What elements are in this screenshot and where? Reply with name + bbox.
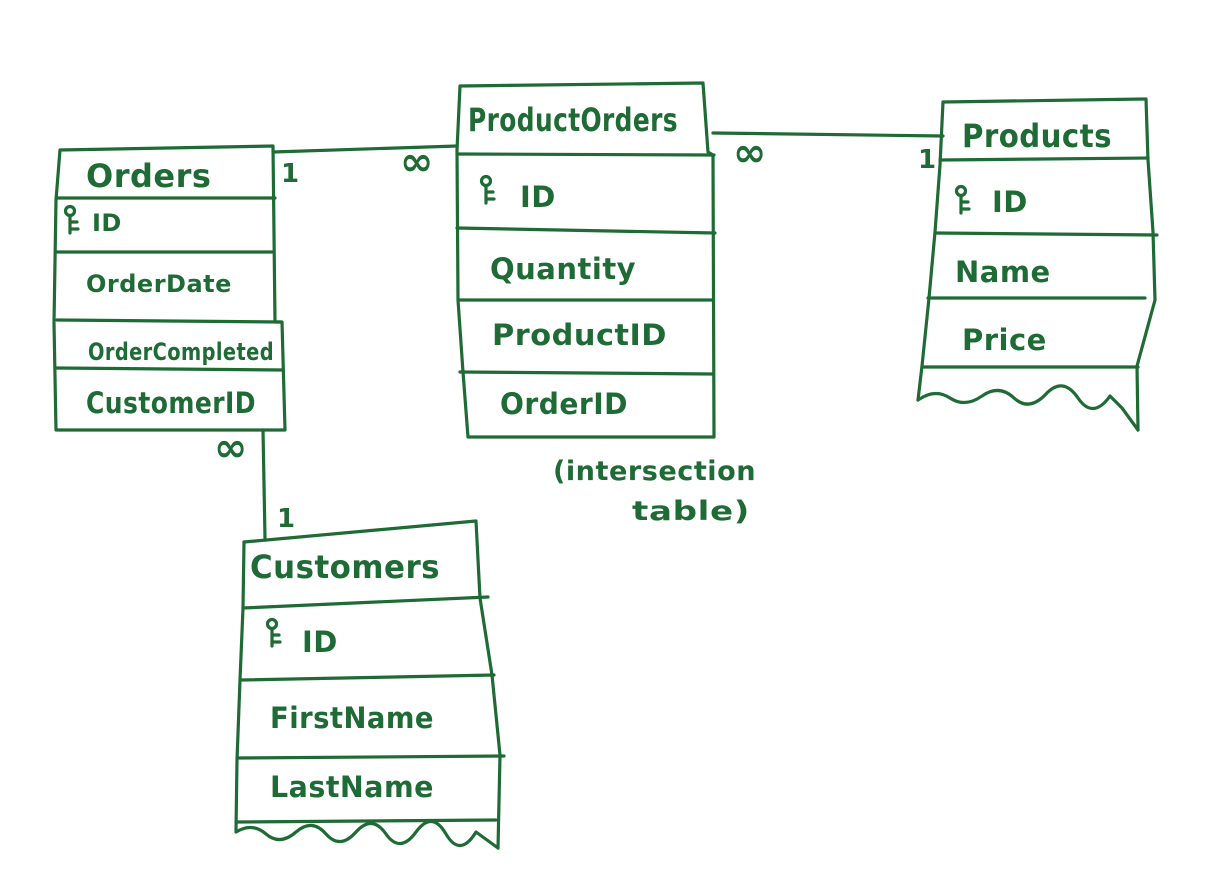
products-title: Products: [962, 117, 1112, 155]
cardinality-one: 1: [277, 504, 296, 534]
products-field-id: ID: [992, 185, 1028, 219]
customers-divider: [234, 818, 498, 824]
productorders-field-quantity: Quantity: [490, 252, 636, 286]
cardinality-many: ∞: [214, 425, 248, 471]
productorders-divider: [455, 152, 716, 157]
orders-box: [52, 144, 287, 432]
orders-divider: [55, 318, 283, 324]
cardinality-many: ∞: [733, 130, 767, 176]
customers-title: Customers: [250, 548, 440, 586]
relationship-line: [261, 428, 267, 540]
key-icon: [954, 184, 971, 215]
relationship-line: [271, 144, 459, 154]
cardinality-one: 1: [918, 145, 937, 175]
products-field-price: Price: [962, 323, 1047, 357]
orders-field-customerid: CustomerID: [86, 386, 256, 420]
productorders-field-orderid: OrderID: [500, 387, 628, 421]
relationship-productorders-products: ∞ 1: [711, 130, 945, 176]
products-divider: [933, 231, 1159, 237]
customers-field-id: ID: [302, 625, 338, 659]
productorders-divider: [458, 370, 714, 376]
customers-box: [242, 519, 502, 850]
annotation-line-2: table): [632, 496, 750, 527]
productorders-title: ProductOrders: [468, 101, 678, 139]
key-icon: [265, 617, 282, 648]
orders-field-id: ID: [92, 209, 122, 237]
orders-field-ordercompleted: OrderCompleted: [88, 338, 274, 366]
productorders-field-id: ID: [520, 180, 556, 214]
productorders-divider: [455, 226, 717, 235]
customers-torn-edge: [234, 819, 500, 850]
orders-title: Orders: [86, 157, 211, 195]
productorders-box: [455, 81, 716, 439]
relationship-orders-customers: ∞ 1: [214, 425, 296, 540]
entity-customers: Customers ID FirstName LastName: [234, 519, 506, 850]
customers-divider: [235, 754, 506, 760]
customers-field-firstname: FirstName: [270, 701, 434, 735]
relationship-line: [711, 131, 945, 138]
orders-field-orderdate: OrderDate: [86, 270, 232, 298]
customers-box: [234, 540, 246, 832]
products-torn-edge: [916, 384, 1140, 432]
products-field-name: Name: [955, 255, 1051, 289]
orders-divider: [54, 366, 285, 372]
annotation-line-1: (intersection: [553, 456, 756, 487]
key-icon: [63, 204, 80, 235]
products-box: [916, 100, 945, 402]
cardinality-many: ∞: [400, 139, 434, 185]
productorders-field-productid: ProductID: [492, 318, 667, 352]
cardinality-one: 1: [281, 159, 300, 189]
entity-productorders: ProductOrders ID Quantity ProductID Orde…: [455, 81, 717, 439]
customers-field-lastname: LastName: [270, 770, 434, 804]
customers-divider: [241, 595, 490, 610]
customers-divider: [239, 673, 496, 682]
key-icon: [479, 174, 496, 205]
annotation-intersection-table: (intersection table): [553, 456, 756, 527]
products-divider: [938, 156, 1150, 162]
relationship-orders-productorders: 1 ∞: [271, 139, 459, 189]
entity-products: Products ID Name Price: [916, 97, 1159, 432]
entity-orders: Orders ID OrderDate OrderCompleted Custo…: [52, 144, 287, 432]
